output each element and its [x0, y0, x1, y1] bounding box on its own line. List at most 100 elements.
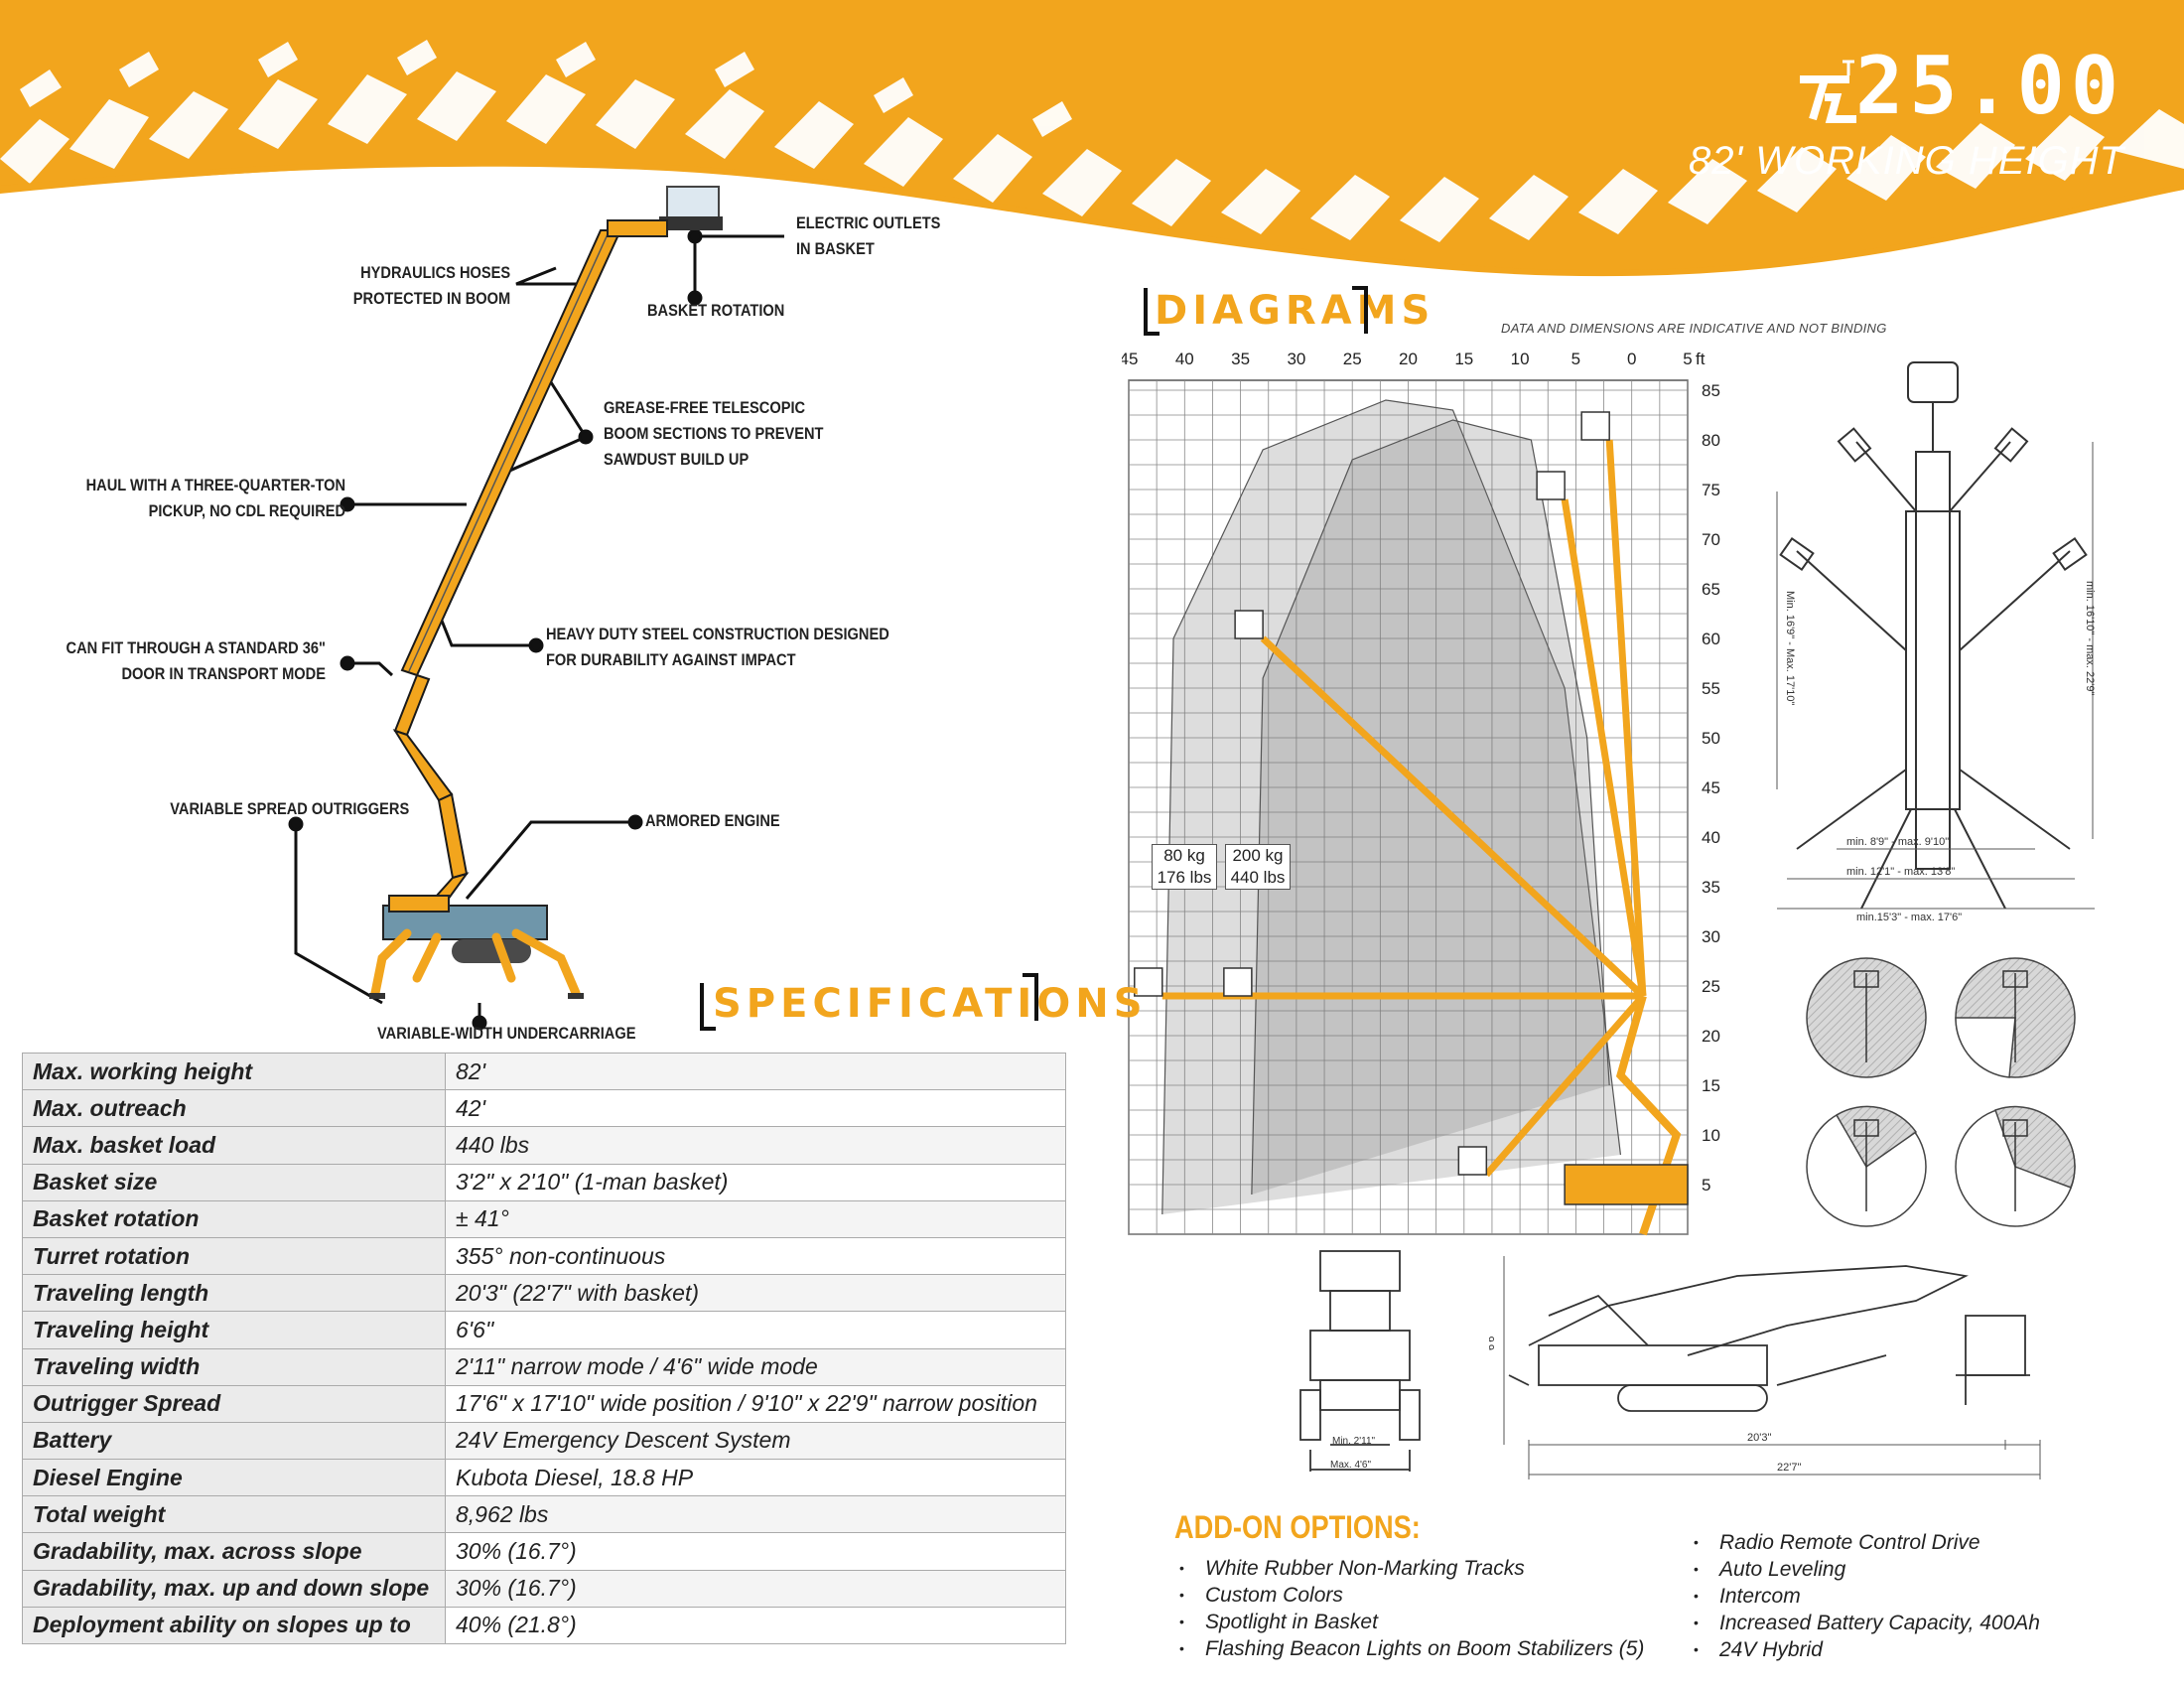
spec-label: Max. working height — [22, 1052, 446, 1091]
front-view-drawing: Min. 2'11" Max. 4'6" — [1299, 1250, 1421, 1472]
dim-top-1: Min. 16'9" - Max. 17'10" — [1784, 591, 1796, 705]
y-tick-label: 70 — [1702, 530, 1720, 549]
list-item: White Rubber Non-Marking Tracks — [1175, 1555, 1644, 1582]
dim-top-3: min. 8'9" - max. 9'10" — [1846, 836, 1949, 848]
dim-side-height: 6'6" — [1489, 1333, 1497, 1350]
spec-label: Gradability, max. up and down slope — [22, 1569, 446, 1608]
list-item: Intercom — [1690, 1583, 2040, 1610]
y-tick-label: 25 — [1702, 977, 1720, 996]
spec-value: 8,962 lbs — [445, 1495, 1066, 1534]
spec-value: 355° non-continuous — [445, 1236, 1066, 1276]
y-tick-label: 65 — [1702, 580, 1720, 599]
spec-value: 20'3" (22'7" with basket) — [445, 1274, 1066, 1313]
spec-bracket-left — [700, 983, 716, 1031]
y-tick-label: 80 — [1702, 431, 1720, 450]
spec-label: Max. basket load — [22, 1126, 446, 1165]
y-tick-label: 40 — [1702, 828, 1720, 847]
diagrams-disclaimer: DATA AND DIMENSIONS ARE INDICATIVE AND N… — [1501, 321, 1887, 336]
addons-list-left: White Rubber Non-Marking Tracks Custom C… — [1175, 1555, 1644, 1662]
dim-top-4: min. 12'1" - max. 13'8" — [1846, 866, 1955, 878]
load-80-lbs: 176 lbs — [1157, 868, 1212, 887]
spec-value: 42' — [445, 1089, 1066, 1128]
spec-label: Basket size — [22, 1163, 446, 1201]
envelope-200kg — [1251, 419, 1610, 1196]
load-200-kg: 200 kg — [1232, 846, 1284, 865]
spec-label: Total weight — [22, 1495, 446, 1534]
spec-label: Traveling length — [22, 1274, 446, 1313]
spec-value: 30% (16.7°) — [445, 1569, 1066, 1608]
basket-position — [1134, 967, 1163, 997]
callout-heavy-duty: HEAVY DUTY STEEL CONSTRUCTION DESIGNED F… — [546, 625, 889, 669]
x-tick-label: 15 — [1454, 350, 1473, 368]
spec-value: 6'6" — [445, 1311, 1066, 1349]
callout-armored-engine: ARMORED ENGINE — [645, 811, 780, 830]
boom-position — [1561, 498, 1647, 997]
machine-illustration — [288, 186, 784, 1031]
spec-label: Gradability, max. across slope — [22, 1532, 446, 1571]
basket-position — [1234, 610, 1264, 639]
spec-label: Outrigger Spread — [22, 1384, 446, 1423]
header-band — [0, 0, 2184, 277]
addons-list-right: Radio Remote Control Drive Auto Leveling… — [1690, 1529, 2040, 1663]
spec-label: Battery — [22, 1421, 446, 1461]
specifications-title: SPECIFICATIONS — [713, 981, 1148, 1027]
x-tick-label: 35 — [1231, 350, 1250, 368]
spec-value: Kubota Diesel, 18.8 HP — [445, 1459, 1066, 1497]
boom-position — [1260, 635, 1646, 999]
list-item: Increased Battery Capacity, 400Ah — [1690, 1610, 2040, 1636]
list-item: Radio Remote Control Drive — [1690, 1529, 2040, 1556]
list-item: Flashing Beacon Lights on Boom Stabilize… — [1175, 1635, 1644, 1662]
boom-position — [1605, 439, 1647, 997]
x-tick-label: 10 — [1511, 350, 1530, 368]
y-tick-label: 85 — [1702, 381, 1720, 400]
y-tick-label: 20 — [1702, 1027, 1720, 1046]
callout-undercarriage: VARIABLE-WIDTH UNDERCARRIAGE — [377, 1024, 636, 1043]
x-tick-label: 5 — [1683, 350, 1692, 368]
spec-value: ± 41° — [445, 1199, 1066, 1238]
top-view-drawing: Min. 16'9" - Max. 17'10" min. 16'10" - m… — [1776, 361, 2096, 923]
y-tick-label: 55 — [1702, 679, 1720, 698]
addons-title: ADD-ON OPTIONS: — [1174, 1509, 1421, 1545]
basket-position — [1580, 411, 1610, 441]
y-tick-label: 50 — [1702, 729, 1720, 748]
x-tick-label: 5 — [1571, 350, 1580, 368]
rotation-circles — [1806, 957, 2076, 1227]
spec-bracket-right — [1023, 973, 1038, 1021]
callout-haul: HAUL WITH A THREE-QUARTER-TON PICKUP, NO… — [85, 476, 345, 520]
list-item: Auto Leveling — [1690, 1556, 2040, 1583]
load-80-kg: 80 kg — [1163, 846, 1205, 865]
spec-label: Traveling height — [22, 1311, 446, 1349]
envelope-80kg — [1161, 399, 1622, 1215]
dim-front-max: Max. 4'6" — [1330, 1460, 1371, 1471]
basket-position — [1457, 1146, 1488, 1176]
list-item: Spotlight in Basket — [1175, 1609, 1644, 1635]
spec-label: Max. outreach — [22, 1089, 446, 1128]
x-axis-unit: ft — [1696, 350, 1706, 368]
diagrams-bracket-left — [1144, 288, 1160, 336]
callout-hydraulic-hoses: HYDRAULICS HOSES PROTECTED IN BOOM — [352, 263, 510, 308]
callout-basket-rotation: BASKET ROTATION — [647, 301, 785, 320]
spec-value: 40% (21.8°) — [445, 1606, 1066, 1645]
dim-side-length-basket: 22'7" — [1777, 1462, 1801, 1474]
basket-position — [1223, 967, 1253, 997]
load-box-200kg: 200 kg 440 lbs — [1225, 844, 1291, 890]
spec-value: 17'6" x 17'10" wide position / 9'10" x 2… — [445, 1384, 1066, 1423]
callout-electric-outlets: ELECTRIC OUTLETS IN BASKET — [796, 213, 941, 258]
list-item: 24V Hybrid — [1690, 1636, 2040, 1663]
load-200-lbs: 440 lbs — [1230, 868, 1286, 887]
x-tick-label: 45 — [1122, 350, 1138, 368]
x-tick-label: 40 — [1175, 350, 1194, 368]
